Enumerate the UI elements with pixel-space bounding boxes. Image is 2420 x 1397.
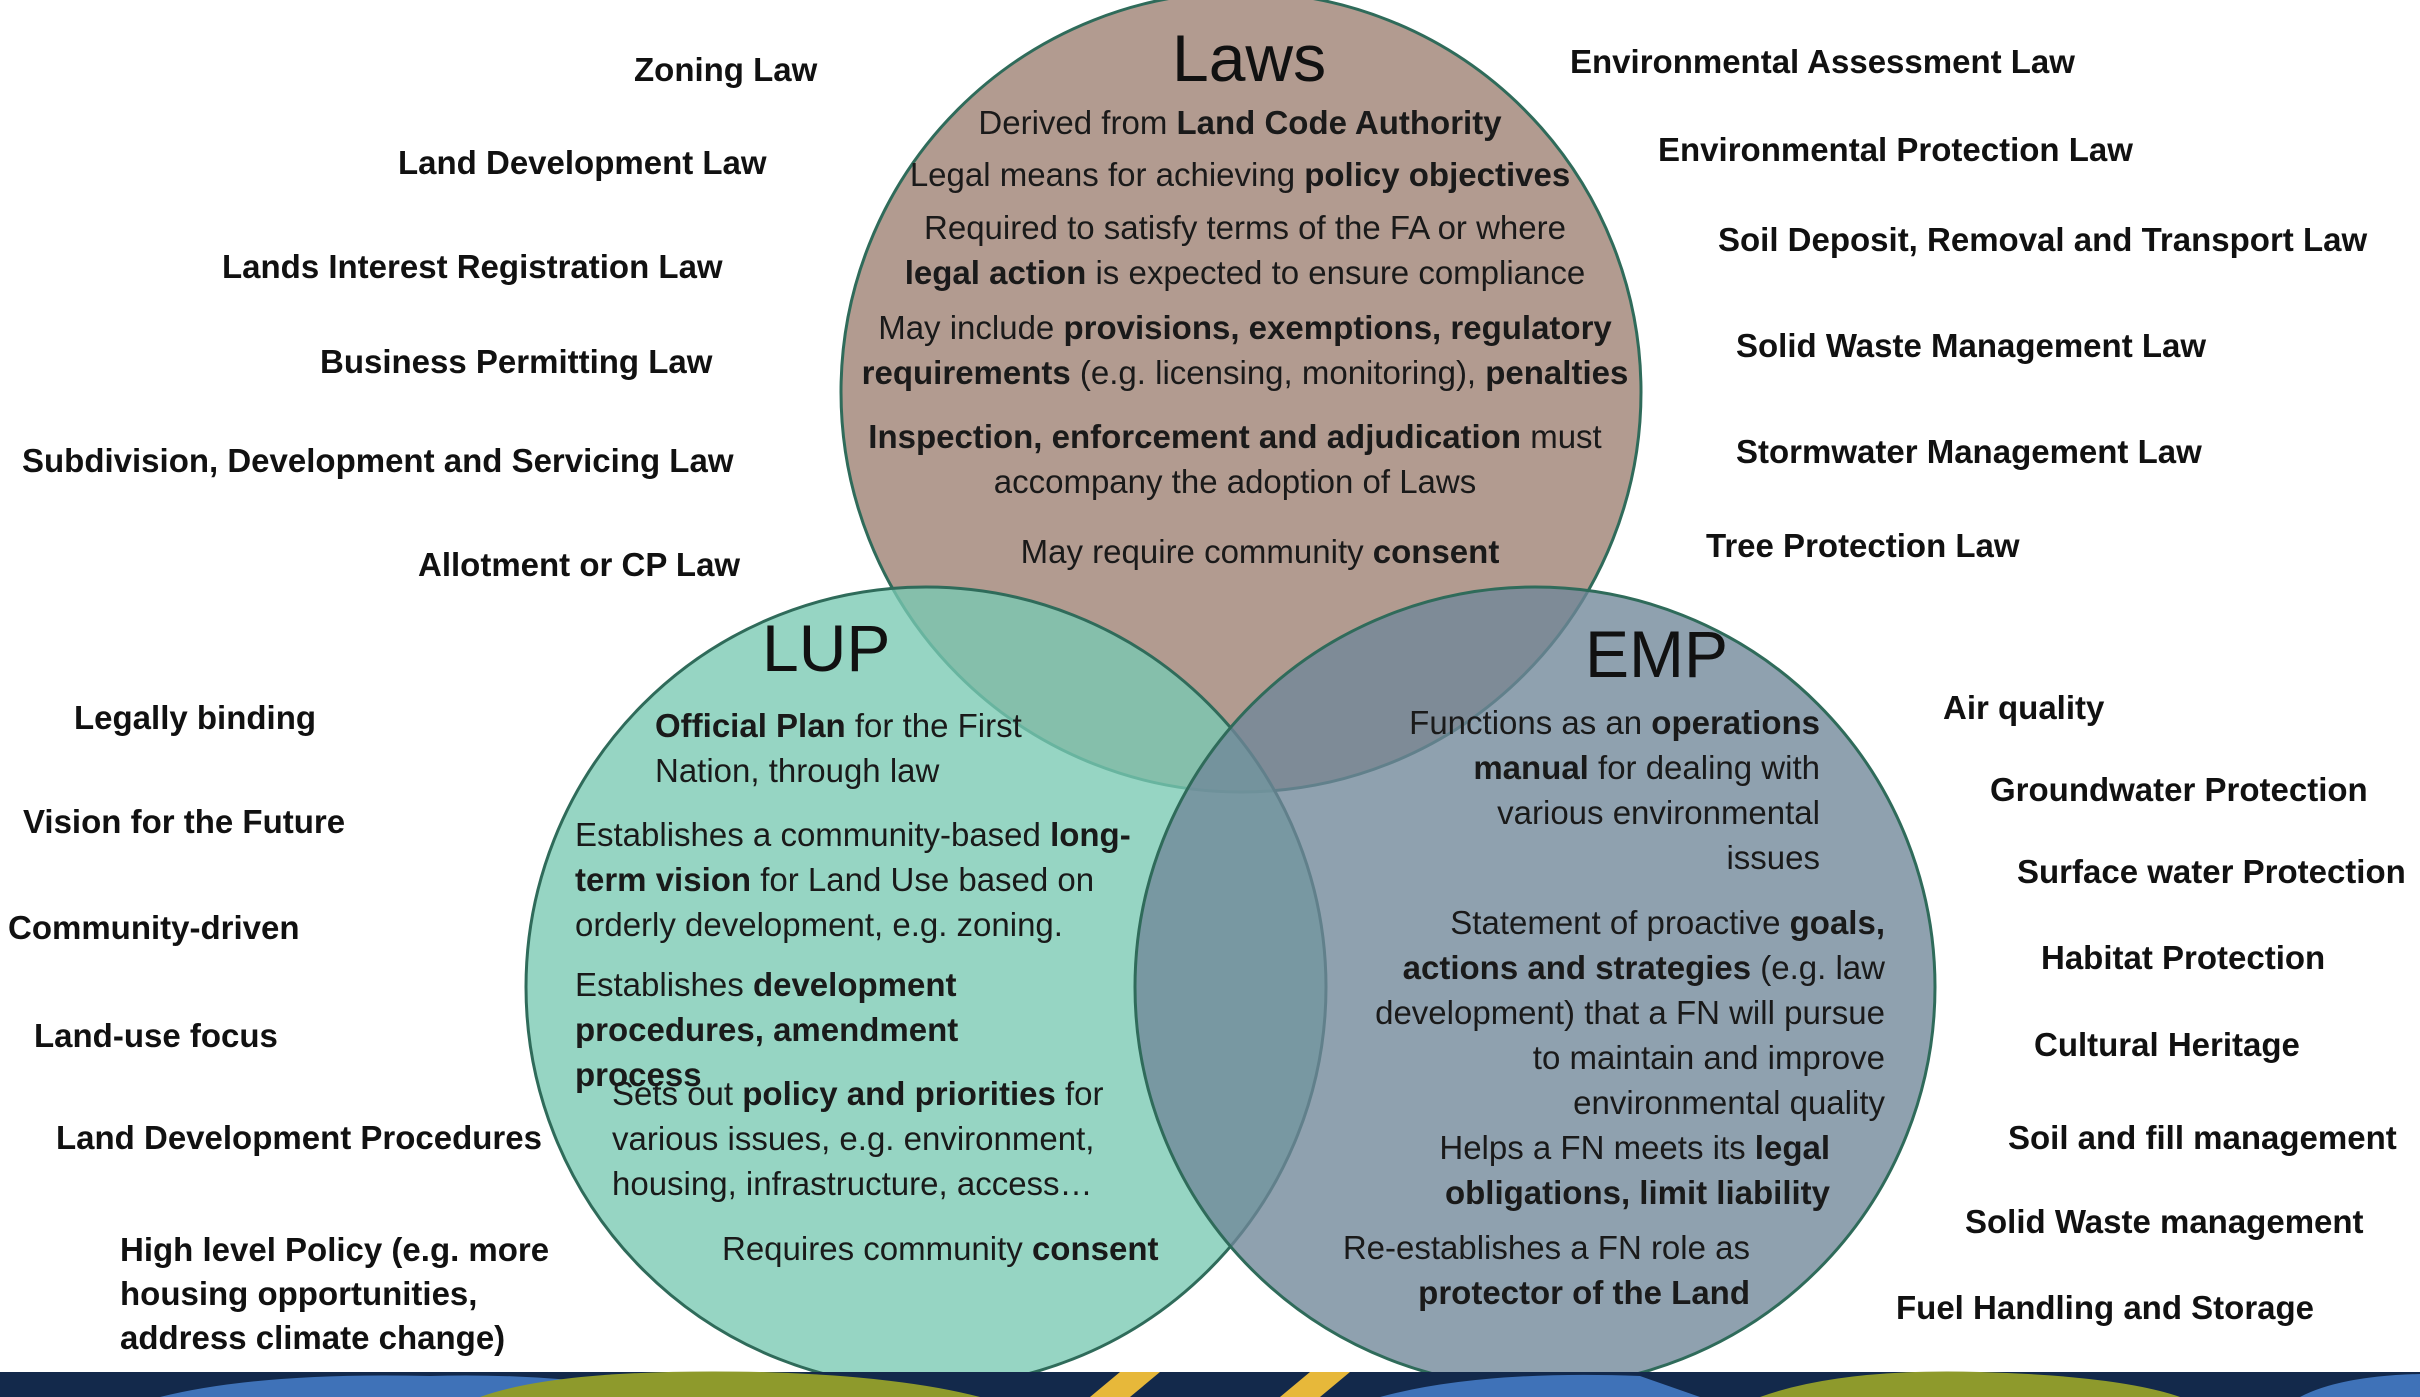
laws-right-item: Soil Deposit, Removal and Transport Law bbox=[1718, 221, 2368, 258]
emp-right-item: Surface water Protection bbox=[2017, 853, 2406, 890]
lup-left-item: High level Policy (e.g. more housing opp… bbox=[120, 1231, 550, 1356]
laws-right-item: Environmental Protection Law bbox=[1658, 131, 2133, 168]
lup-left-item: Community-driven bbox=[8, 909, 300, 946]
emp-right-item: Solid Waste management bbox=[1965, 1203, 2364, 1240]
laws-item-4: May include provisions, exemptions, regu… bbox=[861, 309, 1629, 391]
emp-right-item: Air quality bbox=[1943, 689, 2105, 726]
lup-title: LUP bbox=[762, 611, 891, 685]
lup-left-item: Legally binding bbox=[74, 699, 317, 736]
emp-right-item: Soil and fill management bbox=[2008, 1119, 2397, 1156]
lup-item-4: Sets out policy and priorities for vario… bbox=[612, 1075, 1104, 1202]
laws-item-3: Required to satisfy terms of the FA or w… bbox=[904, 209, 1586, 291]
emp-item-3: Helps a FN meets its legal obligations, … bbox=[1439, 1129, 1830, 1211]
emp-right-item: Habitat Protection bbox=[2041, 939, 2326, 976]
laws-left-item: Zoning Law bbox=[634, 51, 818, 88]
emp-right-item: Cultural Heritage bbox=[2034, 1026, 2300, 1063]
emp-title: EMP bbox=[1585, 617, 1729, 691]
lup-left-item: Land-use focus bbox=[34, 1017, 278, 1054]
laws-item-2: Legal means for achieving policy objecti… bbox=[909, 156, 1571, 193]
lup-item-1: Official Plan for the First Nation, thro… bbox=[655, 707, 1022, 789]
lup-item-2: Establishes a community-based long-term … bbox=[575, 816, 1131, 943]
laws-right-item: Stormwater Management Law bbox=[1736, 433, 2202, 470]
lup-item-3: Establishes development procedures, amen… bbox=[575, 966, 959, 1093]
emp-item-1: Functions as an operations manual for de… bbox=[1409, 704, 1820, 876]
emp-item-4: Re-establishes a FN role as protector of… bbox=[1342, 1229, 1750, 1311]
laws-left-item: Allotment or CP Law bbox=[418, 546, 741, 583]
emp-right-item: Groundwater Protection bbox=[1990, 771, 2368, 808]
laws-right-item: Tree Protection Law bbox=[1706, 527, 2020, 564]
emp-circle bbox=[1133, 585, 1937, 1372]
laws-title: Laws bbox=[1172, 21, 1327, 95]
laws-item-1: Derived from Land Code Authority bbox=[978, 104, 1502, 141]
laws-right-item: Environmental Assessment Law bbox=[1570, 43, 2075, 80]
lup-left-item: Land Development Procedures bbox=[56, 1119, 542, 1156]
laws-left-item: Business Permitting Law bbox=[320, 343, 713, 380]
laws-left-item: Land Development Law bbox=[398, 144, 767, 181]
lup-item-5: Requires community consent bbox=[722, 1230, 1159, 1267]
emp-item-2: Statement of proactive goals, actions an… bbox=[1375, 904, 1885, 1121]
emp-right-item: Fuel Handling and Storage bbox=[1896, 1289, 2315, 1326]
laws-left-item: Subdivision, Development and Servicing L… bbox=[22, 442, 734, 479]
laws-left-item: Lands Interest Registration Law bbox=[222, 248, 723, 285]
laws-item-6: May require community consent bbox=[1020, 533, 1500, 570]
laws-right-item: Solid Waste Management Law bbox=[1736, 327, 2207, 364]
lup-left-item: Vision for the Future bbox=[23, 803, 346, 840]
decorative-band bbox=[0, 1371, 2420, 1397]
laws-item-5: Inspection, enforcement and adjudication… bbox=[868, 418, 1602, 500]
